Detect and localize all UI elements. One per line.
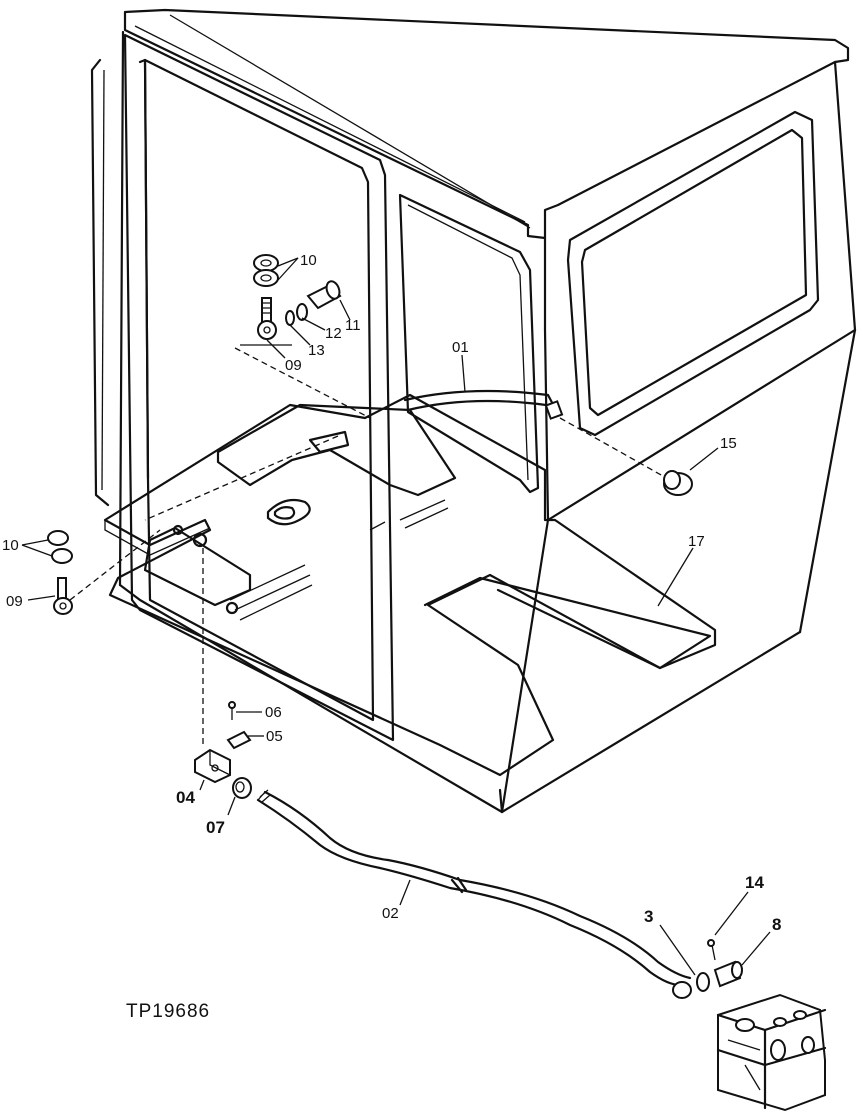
callout-01: 01 [452,339,469,356]
callout-10-left: 10 [2,537,19,554]
callout-labels: 10 11 12 13 09 01 15 17 10 09 06 05 04 0… [2,252,781,1022]
callout-09-left: 09 [6,593,23,610]
callout-02: 02 [382,905,399,922]
callout-leaders [21,257,771,976]
fitting-07 [232,777,252,799]
bracket-04 [194,748,231,784]
callout-05: 05 [266,728,283,745]
nut-left-1 [47,530,69,546]
control-valve-block [716,993,827,1112]
washer-12 [296,303,308,321]
valve-fittings [696,939,743,992]
callout-04: 04 [176,788,195,807]
side-window-frame [566,110,820,437]
floor-mat [103,393,717,777]
leader-lines [69,344,671,745]
fitting-8 [713,960,743,988]
washer-3 [696,972,710,992]
callout-11: 11 [345,317,361,334]
upper-hardware-group [253,254,342,340]
bolt-11 [306,280,342,310]
callout-09-top: 09 [285,357,302,374]
linkage-rod-01 [403,389,564,420]
callout-8: 8 [772,915,781,934]
knob-15 [663,470,693,496]
cab-body [90,8,857,814]
pin-14 [711,944,716,961]
pin-14-head [707,939,715,947]
callout-06: 06 [265,704,282,721]
callout-15: 15 [720,435,737,452]
control-line-02 [256,789,692,999]
callout-3: 3 [644,907,653,926]
door-window-frame [398,193,540,494]
left-hardware-group [47,530,73,615]
callout-13: 13 [308,342,325,359]
callout-12: 12 [325,325,342,342]
front-window-frame [123,33,395,742]
nut-upper [253,254,279,287]
callout-10-top: 10 [300,252,317,269]
bolt-05 [226,730,252,750]
pin-06-head [228,701,236,709]
nut-left-2 [51,548,73,564]
callout-14: 14 [745,873,764,892]
figure-code: TP19686 [126,1001,210,1022]
callout-17: 17 [688,533,705,550]
rod-end-left [53,577,73,615]
callout-07: 07 [206,818,225,837]
washer-13 [285,310,295,326]
lower-bracket-group [194,701,252,799]
rod-end-upper [257,297,277,340]
